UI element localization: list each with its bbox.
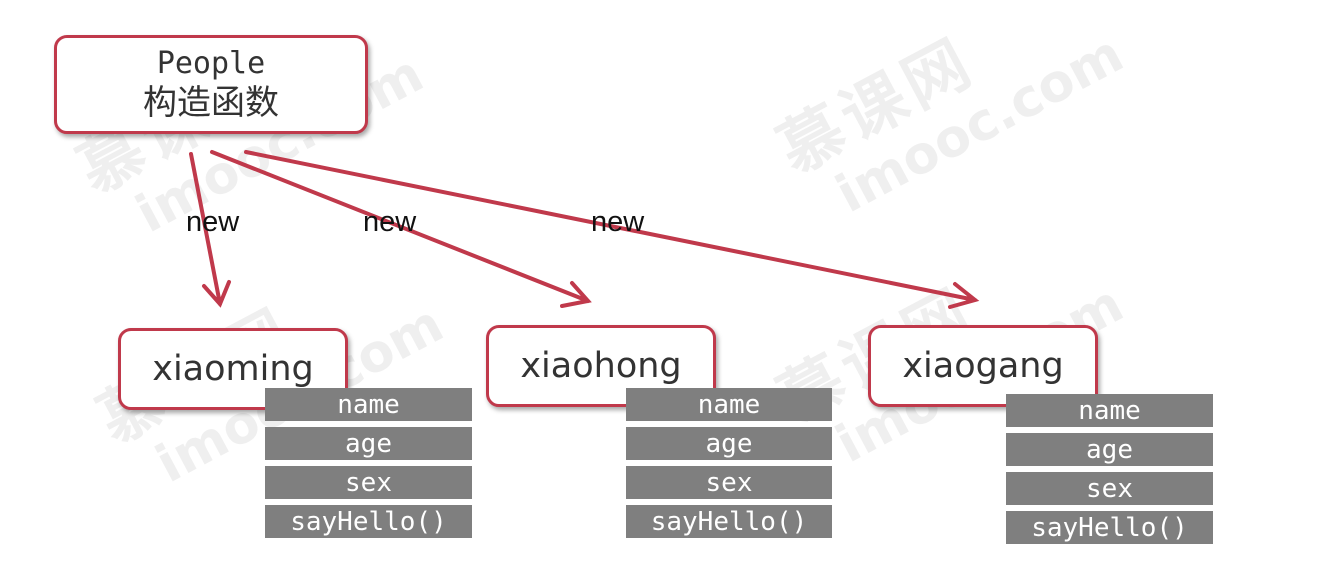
- instance-name: xiaohong: [520, 346, 682, 386]
- instance-box-xiaogang: xiaogang: [868, 325, 1098, 407]
- constructor-box: People 构造函数: [54, 35, 368, 134]
- props-list-xiaogang: name age sex sayHello(): [1006, 394, 1213, 550]
- new-label-xiaohong: new: [363, 206, 417, 238]
- props-list-xiaohong: name age sex sayHello(): [626, 388, 832, 544]
- prop-item: name: [265, 388, 472, 421]
- prop-item: sex: [626, 466, 832, 499]
- prop-item: sex: [265, 466, 472, 499]
- prop-item: name: [1006, 394, 1213, 427]
- instance-name: xiaoming: [152, 349, 314, 389]
- new-label-xiaogang: new: [591, 206, 645, 238]
- arrow-to-xiaoming: [189, 152, 231, 308]
- prop-item: sex: [1006, 472, 1213, 505]
- constructor-subtitle: 构造函数: [143, 83, 279, 123]
- prop-item: sayHello(): [626, 505, 832, 538]
- new-label-xiaoming: new: [186, 206, 240, 238]
- arrow-to-xiaogang: [244, 150, 980, 309]
- prop-item: name: [626, 388, 832, 421]
- arrow-to-xiaohong: [210, 150, 592, 308]
- instance-name: xiaogang: [902, 346, 1064, 386]
- props-list-xiaoming: name age sex sayHello(): [265, 388, 472, 544]
- prop-item: age: [1006, 433, 1213, 466]
- prop-item: sayHello(): [1006, 511, 1213, 544]
- prop-item: sayHello(): [265, 505, 472, 538]
- prop-item: age: [265, 427, 472, 460]
- prop-item: age: [626, 427, 832, 460]
- constructor-name: People: [156, 46, 266, 81]
